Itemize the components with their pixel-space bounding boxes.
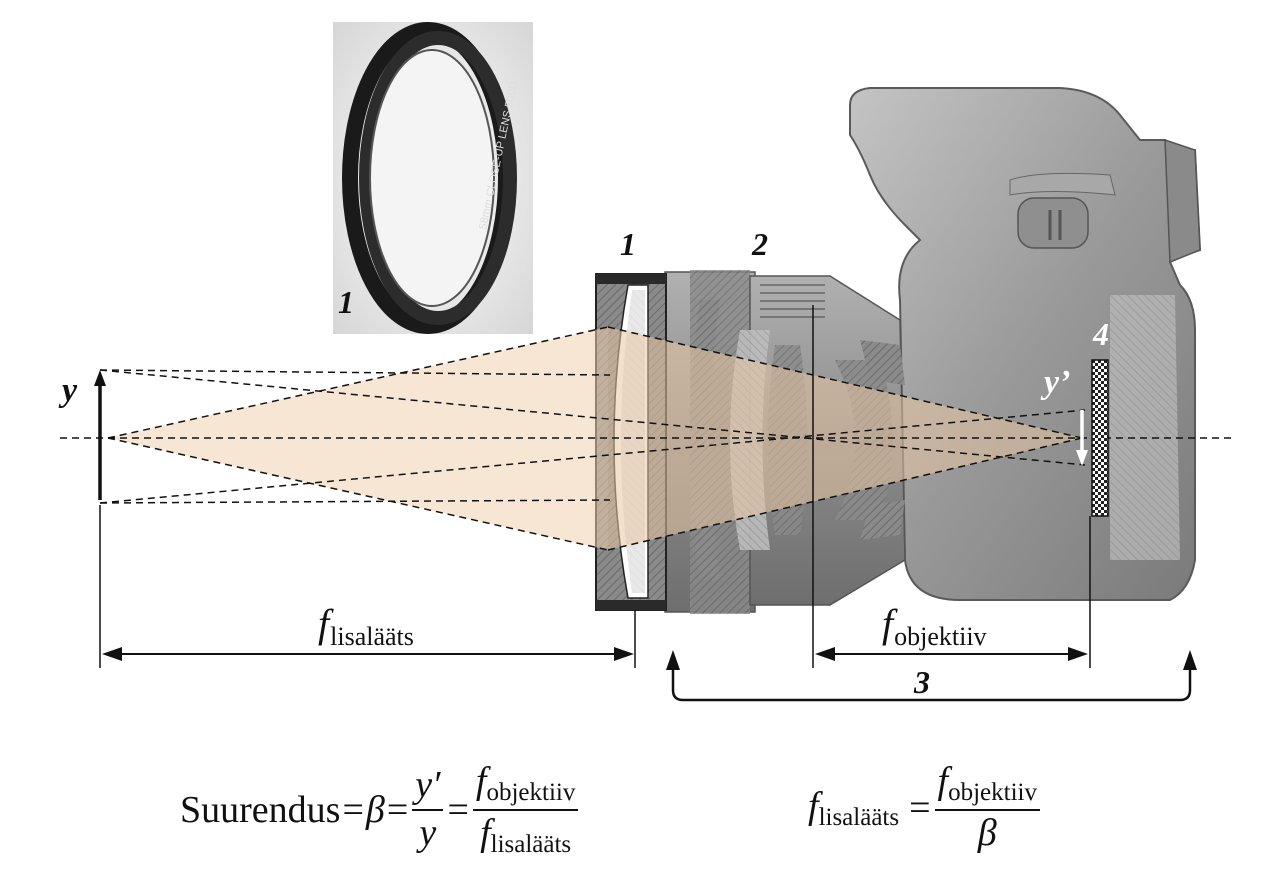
fraction-f-num: fobjektiiv (472, 760, 579, 812)
fraction-f: fobjektiiv flisalääts (472, 760, 579, 859)
bracket-camera-span (666, 650, 1197, 702)
label-part-2: 2 (752, 226, 768, 262)
formula-eq-2: = (386, 789, 409, 832)
label-part-1-photo: 1 (338, 284, 354, 320)
image-sensor (1091, 359, 1109, 517)
label-object-height: y (62, 372, 78, 409)
dimension-f-lisalaats (102, 647, 634, 661)
formula-beta: β (365, 789, 385, 832)
fraction-f-den: flisalääts (477, 811, 574, 858)
dimension-f-objektiiv (815, 647, 1088, 661)
lisalaats-formula: flisalääts = fobjektiiv β (808, 760, 1042, 855)
rformula-fraction: fobjektiiv β (934, 760, 1040, 855)
fraction-f-den-f: f (480, 812, 491, 855)
rformula-lhs: flisalääts (808, 784, 899, 832)
rformula-eq: = (909, 787, 931, 830)
fraction-f-num-f: f (475, 760, 487, 802)
fraction-y: y′ y (412, 765, 444, 855)
ray-lines (60, 326, 1235, 551)
fraction-f-num-sub: objektiiv (486, 779, 576, 806)
rformula-lhs-sub: lisalääts (818, 804, 900, 832)
label-f-lisalaats-f: f (318, 601, 330, 646)
formula-eq-1: = (342, 789, 364, 832)
fraction-y-den: y (419, 812, 437, 855)
label-part-3: 3 (914, 664, 930, 700)
rformula-num-f: f (937, 760, 949, 802)
label-f-lisalaats: flisalääts (318, 604, 414, 650)
label-f-objektiiv-f: f (882, 601, 894, 646)
rformula-num-sub: objektiiv (948, 779, 1037, 806)
label-f-lisalaats-sub: lisalääts (330, 622, 414, 651)
rformula-lhs-f: f (808, 785, 819, 828)
label-f-objektiiv-sub: objektiiv (894, 622, 987, 651)
close-up-lens-photo: 58mm CLOSE-UP LENS 500D (333, 22, 533, 334)
fraction-f-den-sub: lisalääts (490, 831, 572, 859)
magnification-formula: Suurendus = β = y′ y = fobjektiiv flisal… (180, 760, 580, 859)
label-part-4: 4 (1093, 316, 1109, 352)
image-arrow (1076, 410, 1088, 466)
formula-eq-3: = (447, 789, 469, 832)
rformula-den: β (977, 812, 997, 855)
label-image-height: y’ (1044, 364, 1071, 401)
label-part-1: 1 (620, 226, 636, 262)
fraction-y-num: y′ (412, 765, 444, 812)
formula-word: Suurendus (180, 789, 341, 832)
rformula-num: fobjektiiv (934, 760, 1040, 812)
label-f-objektiiv: fobjektiiv (882, 604, 987, 650)
object-arrow (94, 370, 106, 500)
